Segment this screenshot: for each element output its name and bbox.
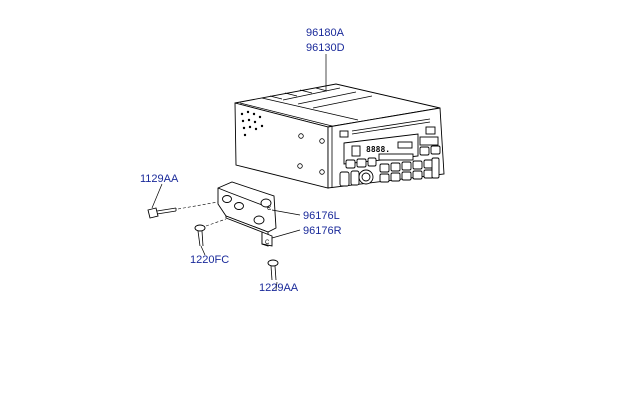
label-96176l: 96176L	[303, 210, 340, 222]
side-mounting-holes	[297, 133, 325, 175]
vent-holes	[240, 110, 264, 137]
label-1129aa: 1129AA	[140, 173, 179, 185]
label-1229aa: 1229AA	[259, 282, 299, 294]
label-1220fc: 1220FC	[190, 254, 229, 266]
label-96130d: 96130D	[306, 42, 345, 54]
media-slot	[339, 118, 436, 138]
label-96180a: 96180A	[306, 27, 345, 39]
top-panel-ribs	[261, 87, 373, 121]
svg-text:C: C	[265, 240, 270, 246]
screw-1220fc	[194, 218, 227, 256]
control-buttons	[339, 145, 441, 187]
radio-unit: 8888.	[234, 54, 445, 189]
display-readout: 8888.	[366, 145, 390, 154]
display-window: 8888.	[343, 133, 439, 165]
mounting-bracket: C C	[217, 181, 277, 247]
bolt-1129aa	[147, 183, 219, 219]
label-96176r: 96176R	[303, 225, 342, 237]
screw-1229aa	[267, 259, 279, 291]
volume-knob	[358, 169, 374, 185]
svg-text:C: C	[267, 206, 272, 212]
